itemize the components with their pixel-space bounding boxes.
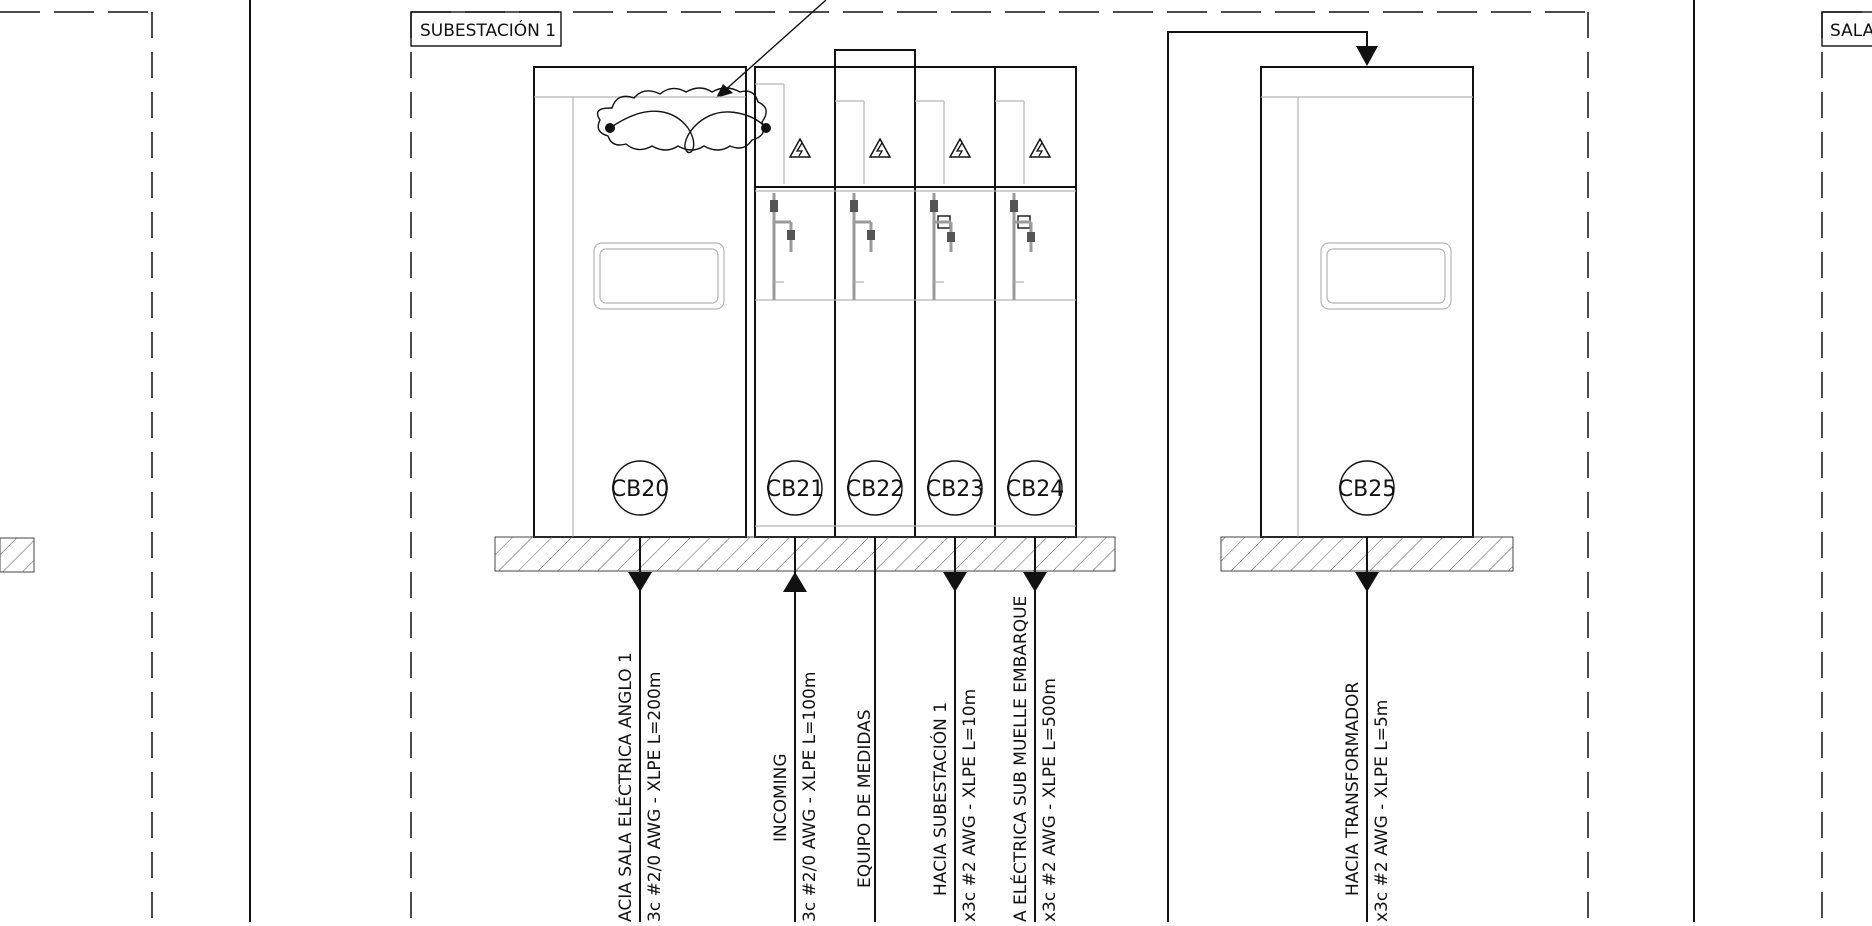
- cable-label-secondary: x3c #2 AWG - XLPE L=10m: [960, 689, 980, 922]
- right-room-outline: SALA: [1693, 0, 1872, 922]
- left-room-outline: [0, 0, 251, 922]
- breaker-mimic-cb22: [850, 193, 875, 300]
- cable-label-secondary: 3c #2/0 AWG - XLPE L=200m: [645, 672, 665, 922]
- switchgear-cb21-cb24: [754, 49, 1077, 538]
- cable-label-primary: EQUIPO DE MEDIDAS: [855, 709, 875, 888]
- high-voltage-warning-icon: [948, 137, 972, 158]
- arrow-down-icon: [1355, 572, 1379, 592]
- cable-drop-cb21: INCOMING 3c #2/0 AWG - XLPE L=100m: [771, 537, 820, 922]
- breaker-tag-cb23: CB23: [926, 460, 984, 516]
- breaker-label: CB21: [766, 477, 824, 502]
- sala-label-box: [1821, 11, 1872, 47]
- cable-drop-cb23: HACIA SUBESTACIÓN 1 x3c #2 AWG - XLPE L=…: [929, 537, 980, 922]
- leader-arrow: [716, 84, 733, 98]
- cable-label-primary: INCOMING: [771, 753, 791, 842]
- breaker-label: CB20: [611, 477, 669, 502]
- cable-label-primary: HACIA TRANSFORMADOR: [1343, 682, 1363, 896]
- substation-label-box: [410, 11, 562, 47]
- sala-label: SALA: [1830, 21, 1872, 41]
- arrow-down-icon: [628, 572, 652, 592]
- breaker-tag-cb22: CB22: [846, 460, 904, 516]
- cb25-feed-line: [1167, 31, 1378, 922]
- cable-label-primary: HACIA SUBESTACIÓN 1: [929, 702, 951, 896]
- arrow-down-icon: [1023, 572, 1047, 592]
- cable-drop-cb22: EQUIPO DE MEDIDAS: [855, 537, 876, 922]
- high-voltage-warning-icon: [868, 137, 892, 158]
- high-voltage-warning-icon: [788, 137, 812, 158]
- cable-label-secondary: 3c #2/0 AWG - XLPE L=100m: [800, 672, 820, 922]
- breaker-tag-cb24: CB24: [1006, 460, 1064, 516]
- breaker-label: CB22: [846, 477, 904, 502]
- cable-label-primary: ACIA SALA ELÉCTRICA ANGLO 1: [614, 652, 636, 922]
- breaker-tag-cb21: CB21: [766, 460, 824, 516]
- breaker-tag-cb25: CB25: [1338, 460, 1396, 516]
- substation-1-boundary: SUBESTACIÓN 1: [410, 11, 1589, 922]
- arrow-down-icon: [943, 572, 967, 592]
- floor-slab-main: [494, 536, 1116, 572]
- arrow-up-icon: [783, 572, 807, 592]
- substation-label: SUBESTACIÓN 1: [420, 19, 556, 41]
- breaker-mimic-cb24: [1010, 193, 1035, 300]
- breaker-label: CB25: [1338, 477, 1396, 502]
- high-voltage-warning-icon: [1028, 137, 1052, 158]
- cable-label-secondary: x3c #2 AWG - XLPE L=500m: [1040, 678, 1060, 922]
- cable-loop-icon: [596, 87, 771, 154]
- leader-line: [722, 0, 827, 93]
- breaker-tag-cb20: CB20: [611, 460, 669, 516]
- cable-drop-cb24: A ELÉCTRICA SUB MUELLE EMBARQUE x3c #2 A…: [1009, 537, 1060, 922]
- cable-drop-cb20: ACIA SALA ELÉCTRICA ANGLO 1 3c #2/0 AWG …: [614, 537, 665, 922]
- cable-label-primary: A ELÉCTRICA SUB MUELLE EMBARQUE: [1009, 596, 1031, 922]
- cabinet-cb25: [1260, 66, 1474, 538]
- breaker-label: CB23: [926, 477, 984, 502]
- breaker-mimic-cb21: [770, 193, 795, 300]
- breaker-label: CB24: [1006, 477, 1064, 502]
- breaker-mimic-cb23: [930, 193, 955, 300]
- cable-label-secondary: x3c #2 AWG - XLPE L=5m: [1372, 700, 1392, 922]
- cable-drop-cb25: HACIA TRANSFORMADOR x3c #2 AWG - XLPE L=…: [1343, 537, 1392, 922]
- cabinet-cb20: [533, 66, 747, 538]
